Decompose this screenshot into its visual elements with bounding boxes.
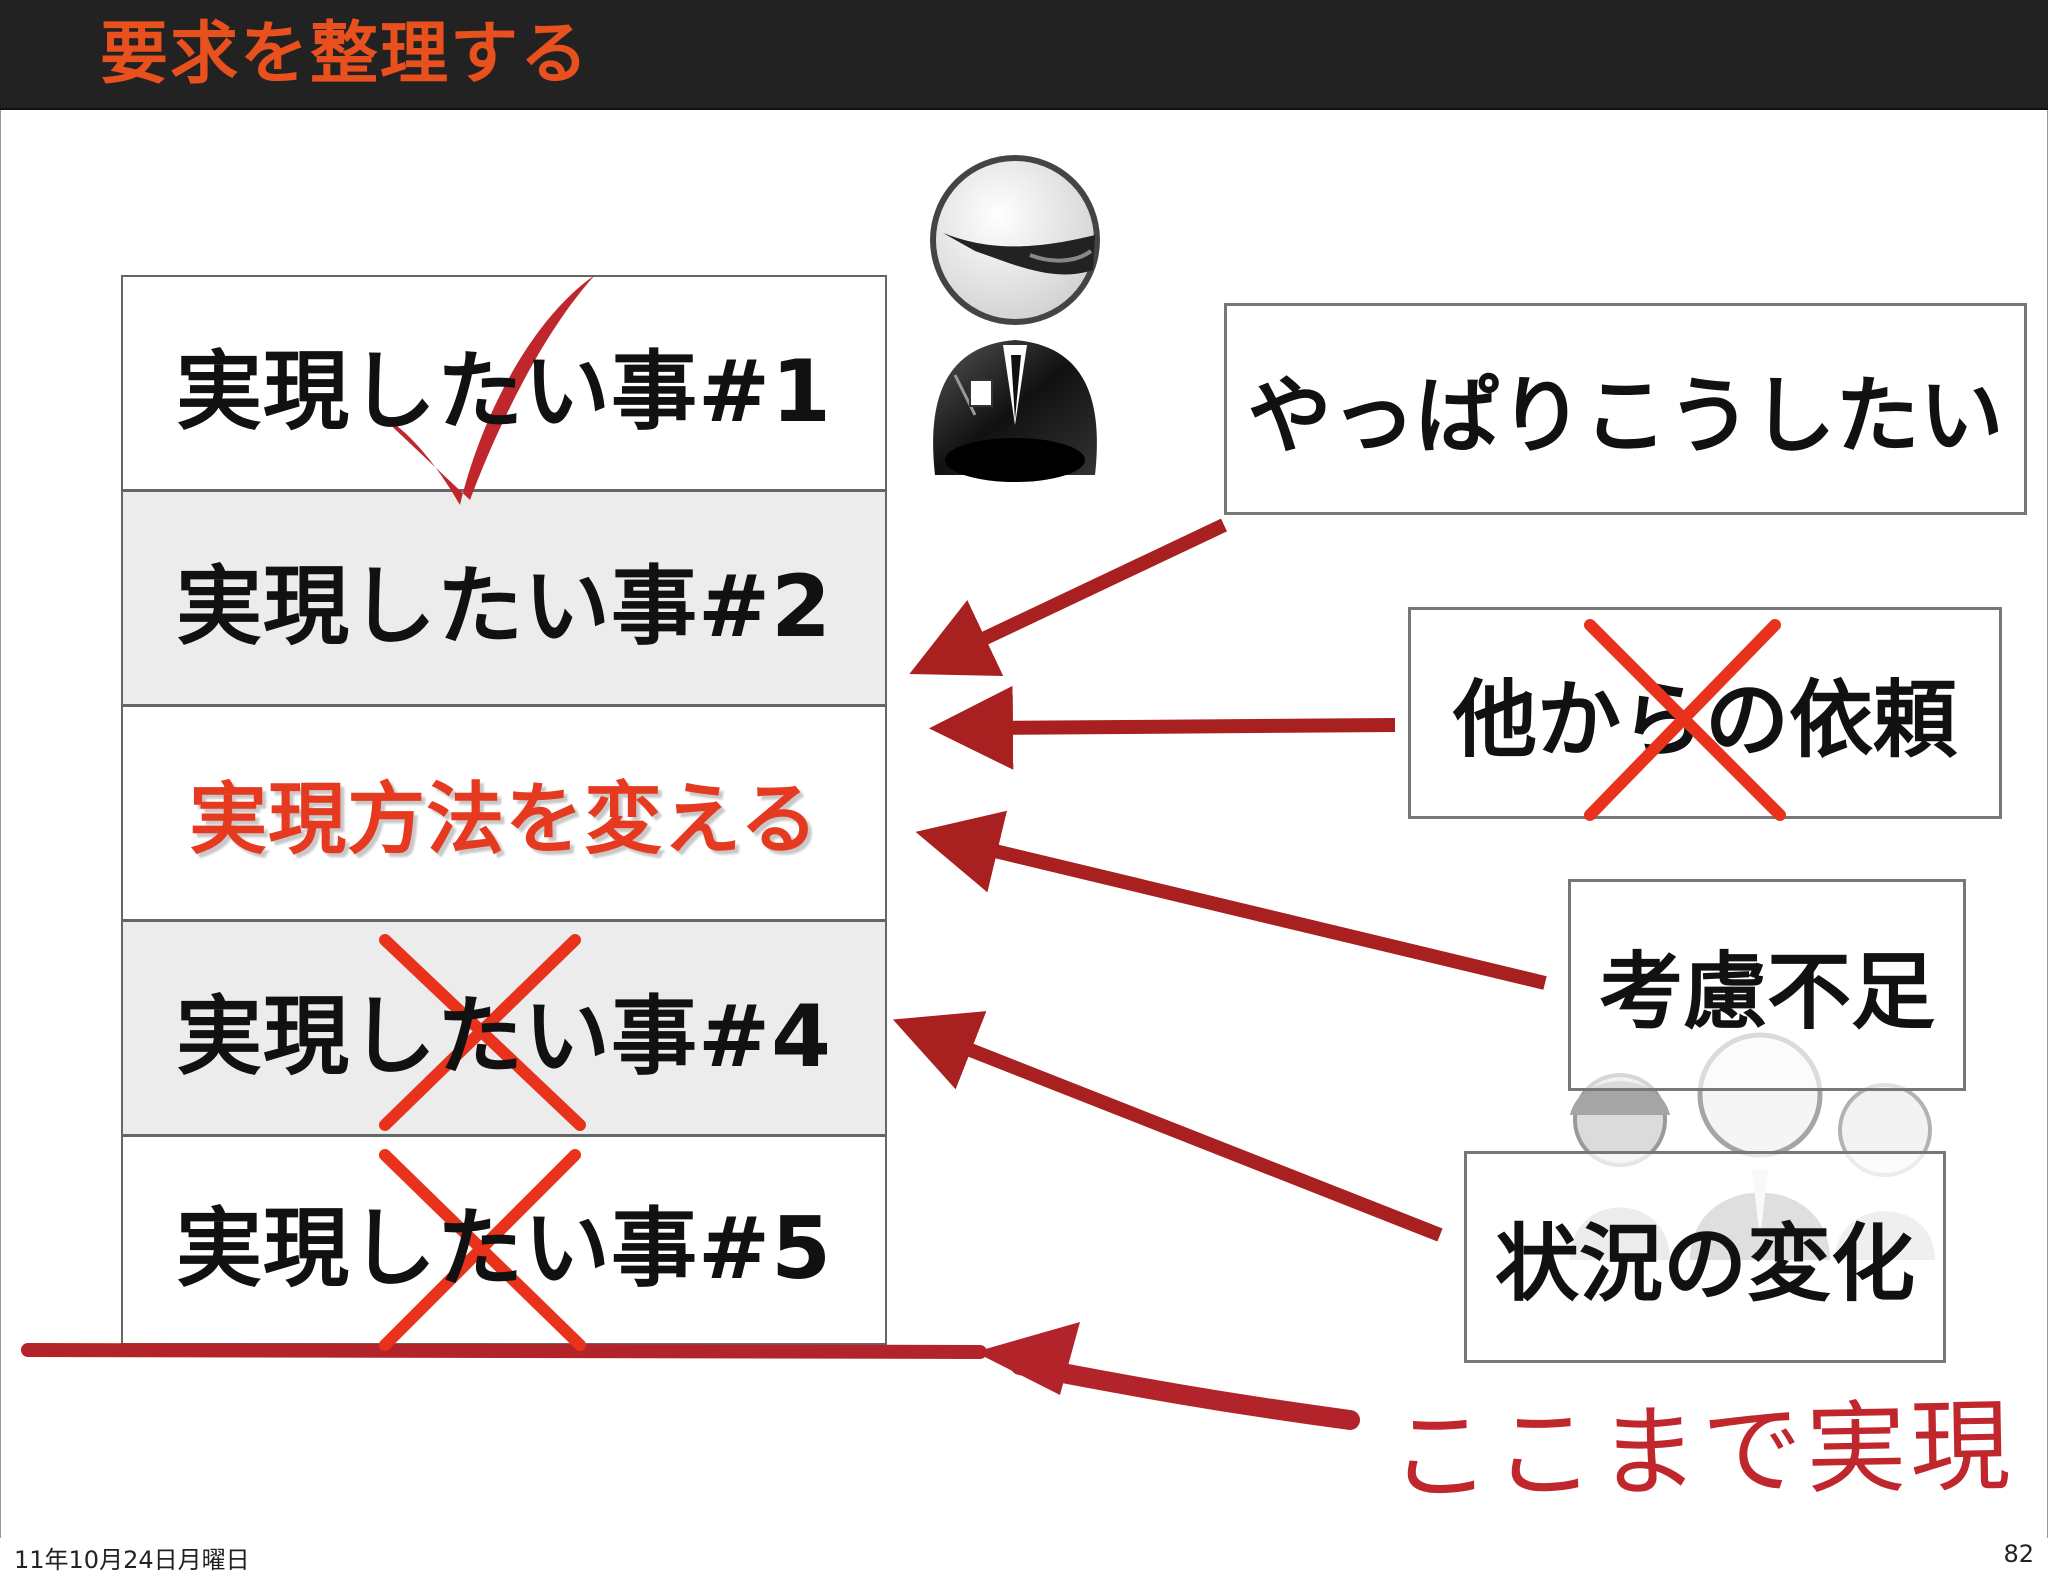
footer-date: 11年10月24日月曜日 bbox=[14, 1546, 250, 1574]
cause-box-2: 他からの依頼 bbox=[1408, 607, 2002, 819]
requirement-3: 実現方法を変える bbox=[121, 705, 887, 921]
requirement-5-label: 実現したい事#5 bbox=[176, 1198, 832, 1299]
requirement-4-label: 実現したい事#4 bbox=[176, 986, 832, 1087]
page-number: 82 bbox=[2003, 1540, 2034, 1568]
requirement-1-label: 実現したい事#1 bbox=[176, 341, 832, 442]
cause-2-label: 他からの依頼 bbox=[1452, 670, 1957, 769]
requirement-3-label: 実現方法を変える bbox=[189, 775, 819, 865]
implemented-up-to-here-label: ここまで実現 bbox=[1389, 1387, 2016, 1516]
cause-3-label: 考慮不足 bbox=[1598, 942, 1935, 1041]
cause-box-3: 考慮不足 bbox=[1568, 879, 1966, 1091]
requirement-4: 実現したい事#4 bbox=[121, 920, 887, 1136]
requirement-2-label: 実現したい事#2 bbox=[176, 556, 832, 657]
cause-4-label: 状況の変化 bbox=[1494, 1214, 1915, 1313]
cause-1-label: やっぱりこうしたい bbox=[1247, 366, 2004, 465]
cause-box-4: 状況の変化 bbox=[1464, 1151, 1946, 1363]
slide-title: 要求を整理する bbox=[100, 15, 591, 94]
requirement-5: 実現したい事#5 bbox=[121, 1135, 887, 1345]
title-bar: 要求を整理する bbox=[0, 0, 2048, 110]
requirement-1: 実現したい事#1 bbox=[121, 275, 887, 491]
requirement-2: 実現したい事#2 bbox=[121, 490, 887, 706]
cause-box-1: やっぱりこうしたい bbox=[1224, 303, 2027, 515]
boss-person-icon bbox=[930, 155, 1100, 482]
